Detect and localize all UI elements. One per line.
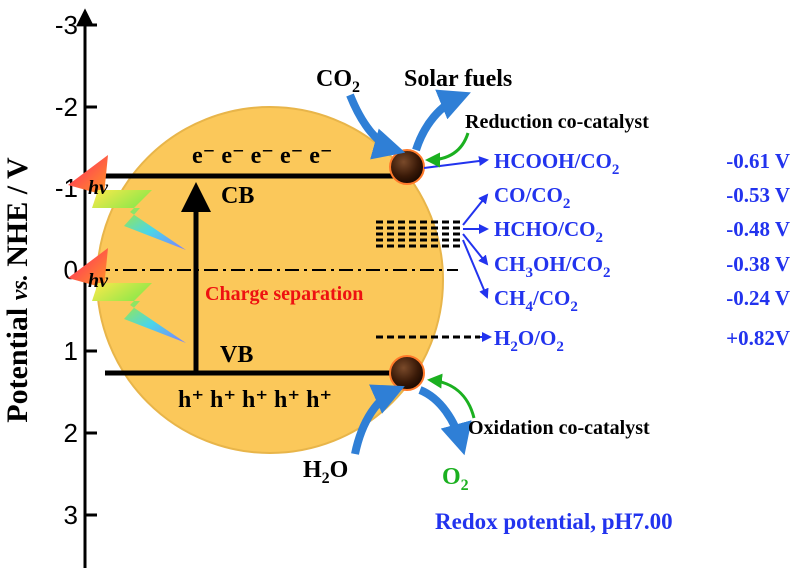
axis-tick-label: 1: [64, 336, 78, 366]
redox-potential-value: -0.61 V: [726, 149, 790, 173]
y-axis-label: Potential vs. NHE / V: [1, 157, 34, 423]
redox-couple-label: HCOOH/CO2: [494, 149, 619, 178]
holes-label: h⁺ h⁺ h⁺ h⁺ h⁺: [178, 387, 332, 413]
axis-tick-label: 0: [64, 255, 78, 285]
reduction-cocatalyst-label: Reduction co-catalyst: [465, 111, 649, 133]
electrons-label: e⁻ e⁻ e⁻ e⁻ e⁻: [192, 143, 333, 169]
co2-reactant-label: CO2: [316, 66, 360, 96]
redox-potential-value: -0.38 V: [726, 252, 790, 276]
hv-upper-label: hv: [88, 177, 109, 199]
co2-in-arrow: [346, 93, 406, 160]
redox-couple-label: CH4/CO2: [494, 286, 578, 315]
axis-tick-label: -2: [55, 92, 78, 122]
axis-tick-label: 3: [64, 500, 78, 530]
axis-tick-label: -3: [55, 10, 78, 40]
intermediate-levels: [376, 220, 480, 339]
light-absorption-lower: hv: [68, 248, 186, 343]
axis-tick-label: -1: [55, 173, 78, 203]
reduction-cocatalyst: [389, 149, 425, 185]
light-absorption-upper: hv: [68, 155, 186, 250]
potential-axis: -3 -2 -1 0 1 2 3 Potential vs. NHE / V: [1, 8, 97, 568]
redox-potential-footer: Redox potential, pH7.00: [435, 509, 673, 534]
h2o-reactant-label: H2O: [303, 457, 348, 487]
reduction-pointer-arrow: [425, 132, 470, 168]
solar-fuels-out-arrow: [412, 89, 471, 152]
redox-potential-value: -0.48 V: [726, 217, 790, 241]
solar-fuels-label: Solar fuels: [404, 66, 512, 92]
redox-potential-value: -0.53 V: [726, 183, 790, 207]
oxidation-cocatalyst-label: Oxidation co-catalyst: [468, 417, 650, 439]
redox-couple-label: H2O/O2: [494, 326, 564, 355]
hv-lower-label: hv: [88, 270, 109, 292]
o2-product-label: O2: [442, 464, 469, 494]
cb-label: CB: [221, 183, 254, 209]
redox-potential-value: +0.82V: [726, 326, 790, 350]
redox-couple-list: HCOOH/CO2 -0.61 V CO/CO2 -0.53 V HCHO/CO2 -0.…: [494, 149, 790, 355]
axis-tick-label: 2: [64, 418, 78, 448]
oxidation-cocatalyst: [389, 355, 425, 391]
oxidation-pointer-arrow: [427, 373, 476, 419]
redox-couple-label: CO/CO2: [494, 183, 570, 212]
redox-potential-value: -0.24 V: [726, 286, 790, 310]
redox-couple-label: HCHO/CO2: [494, 217, 603, 246]
charge-separation-label: Charge separation: [205, 283, 363, 305]
vb-label: VB: [220, 342, 253, 368]
h2o-in-arrow: [351, 384, 405, 455]
redox-couple-label: CH3OH/CO2: [494, 252, 611, 281]
o2-out-arrow: [418, 386, 472, 456]
